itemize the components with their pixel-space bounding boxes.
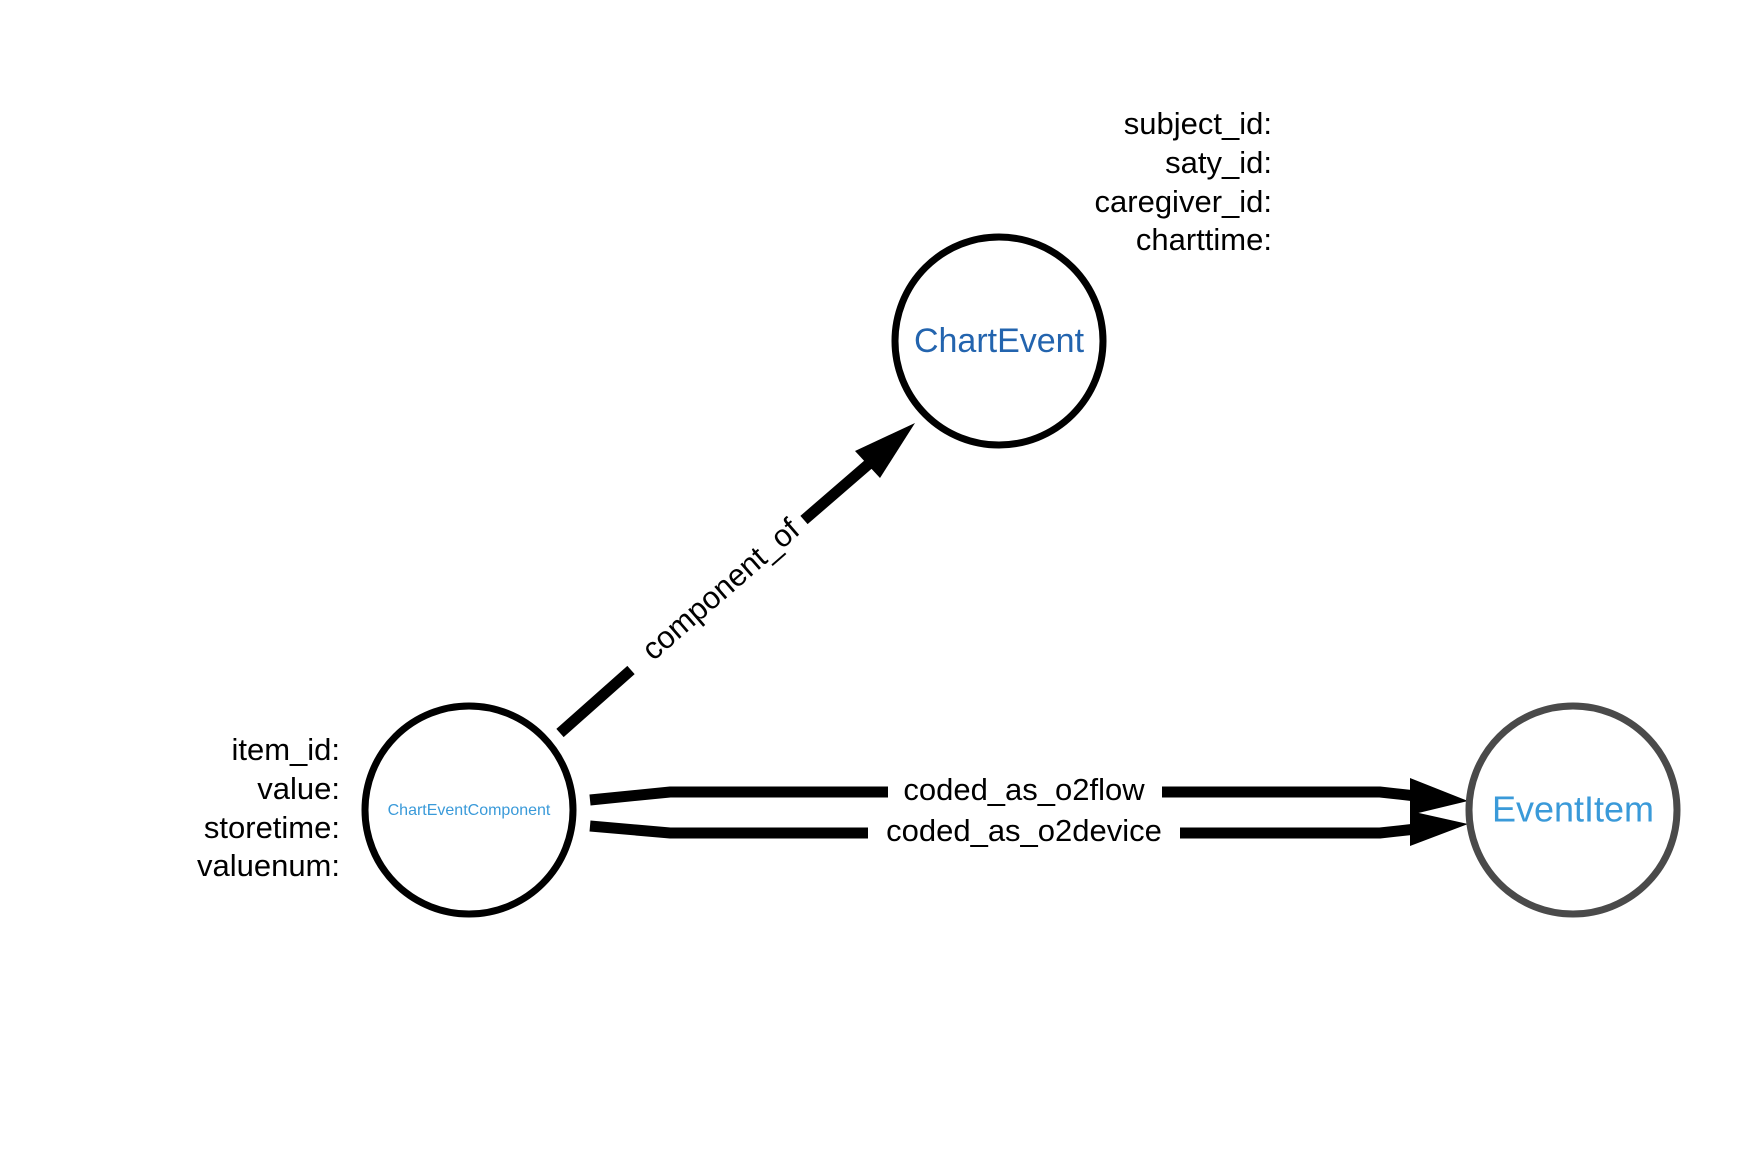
node-event-item-label: EventItem [1492, 789, 1654, 830]
edge-coded-as-o2device: coded_as_o2device [589, 811, 1468, 848]
edge-coded-as-o2flow-line-right [1162, 786, 1417, 802]
property-label: subject_id: [1124, 106, 1272, 141]
edge-label-component-of: component_of [635, 511, 807, 667]
property-label: saty_id: [1165, 145, 1272, 180]
node-event-item[interactable]: EventItem [1465, 702, 1681, 918]
property-label: caregiver_id: [1095, 184, 1272, 219]
property-label: item_id: [231, 732, 340, 767]
node-chart-event[interactable]: ChartEvent [891, 233, 1107, 449]
arrowhead-icon [855, 423, 915, 478]
node-event-item-circle [1465, 702, 1681, 918]
property-label: value: [257, 771, 340, 806]
node-chart-event-component-label: ChartEventComponent [388, 802, 551, 819]
property-label: valuenum: [197, 848, 340, 883]
property-label: charttime: [1136, 222, 1272, 257]
edge-component-of: component_of [556, 423, 915, 738]
chart-event-component-properties: item_id: value: storetime: valuenum: [197, 732, 340, 883]
arrowhead-icon [1410, 778, 1468, 815]
edge-coded-as-o2flow-line-left [589, 786, 888, 806]
node-chart-event-component-circle [361, 702, 577, 918]
edge-component-of-line-upper [800, 451, 882, 525]
node-chart-event-circle [891, 233, 1107, 449]
node-chart-event-label: ChartEvent [914, 322, 1085, 360]
edge-component-of-line-lower [556, 665, 635, 738]
chart-event-properties: subject_id: saty_id: caregiver_id: chart… [1095, 106, 1272, 257]
edge-label-coded-as-o2flow: coded_as_o2flow [903, 772, 1145, 807]
edge-coded-as-o2device-line-right [1180, 823, 1417, 839]
edge-coded-as-o2flow: coded_as_o2flow [589, 772, 1468, 815]
edge-label-coded-as-o2device: coded_as_o2device [886, 813, 1162, 848]
arrowhead-icon [1410, 811, 1468, 846]
edge-coded-as-o2device-line-left [589, 820, 868, 839]
property-label: storetime: [204, 810, 340, 845]
node-chart-event-component[interactable]: ChartEventComponent [361, 702, 577, 918]
